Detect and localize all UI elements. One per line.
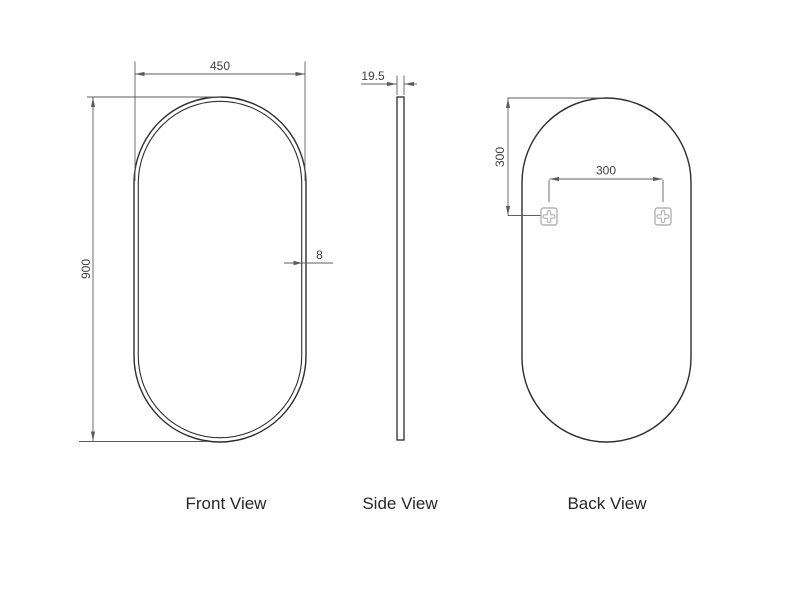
hanger-bracket-left	[540, 207, 558, 226]
side-mirror-profile	[396, 96, 405, 441]
front-frame-thickness-dimension: 8	[284, 248, 333, 266]
side-view-label: Side View	[362, 494, 438, 513]
front-mirror-inner-outline	[137, 100, 303, 439]
frame-thickness-arrow	[293, 260, 302, 266]
back-view: 300 300 Back View	[493, 97, 692, 513]
frame-thickness-value: 8	[316, 248, 323, 262]
back-view-label: Back View	[567, 494, 647, 513]
side-depth-dimension: 19.5	[361, 69, 417, 95]
hanger-bracket-right	[654, 207, 672, 226]
depth-dimension-value: 19.5	[361, 69, 385, 83]
front-mirror-outer-outline	[133, 96, 307, 443]
back-mirror-outline	[521, 97, 692, 443]
hanger-bracket-right-plate	[654, 207, 672, 226]
back-top-offset-dimension: 300	[493, 97, 604, 216]
side-view: 19.5 Side View	[361, 69, 438, 513]
top-offset-dimension-value: 300	[493, 147, 507, 167]
hanger-spacing-dimension: 300	[548, 164, 664, 202]
height-dimension-value: 900	[79, 259, 93, 279]
front-view-label: Front View	[186, 494, 268, 513]
width-dimension-value: 450	[210, 59, 230, 73]
front-height-dimension: 900	[79, 96, 221, 442]
spacing-dimension-value: 300	[596, 164, 616, 178]
hanger-bracket-left-plate	[540, 207, 558, 226]
front-view: 450 900 8 Front View	[79, 59, 333, 513]
front-width-dimension: 450	[134, 59, 306, 181]
